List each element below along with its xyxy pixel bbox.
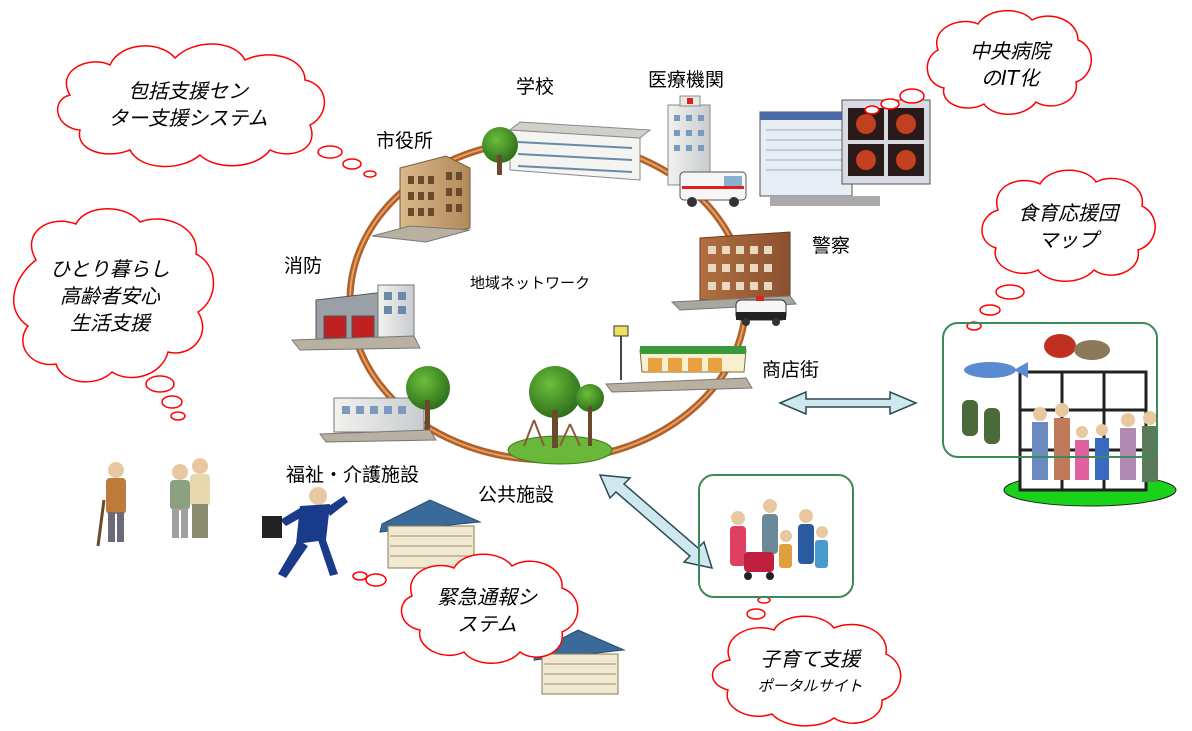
welfare-facility-building [319, 366, 450, 443]
node-label-medical: 医療機関 [648, 69, 725, 91]
cloud-central-hospital [864, 9, 1093, 115]
cloud-childcare [711, 596, 902, 727]
cloud-emergency [352, 553, 579, 664]
cloud-text-support-center: 包括支援セン ター支援システム [108, 79, 268, 130]
police-building [670, 231, 797, 311]
cloud-text-central-hospital: 中央病院 のIT化 [970, 39, 1050, 90]
shopping-street [605, 325, 753, 393]
node-label-shopping: 商店街 [762, 359, 820, 381]
cloud-text-elderly-living: ひとり暮らし 高齢者安心 生活支援 [50, 257, 170, 335]
cloud-elderly-living [13, 208, 215, 421]
network-label: 地域ネットワーク [470, 274, 591, 292]
food-map-panel [942, 322, 1158, 458]
node-label-fire: 消防 [284, 255, 323, 277]
node-label-city-hall: 市役所 [376, 130, 434, 152]
fire-station-building [290, 284, 421, 351]
elderly-people-illustration [96, 458, 210, 547]
node-label-school: 学校 [516, 76, 555, 98]
cloud-support-center [56, 43, 377, 178]
node-label-police: 警察 [812, 235, 851, 257]
police-car [735, 296, 787, 326]
ambulance [679, 171, 747, 207]
cloud-text-food-education: 食育応援団 マップ [1018, 201, 1118, 252]
city-hall-building [371, 155, 471, 243]
school-building [482, 121, 652, 181]
node-label-welfare: 福祉・介護施設 [286, 464, 420, 486]
hospital-it-monitors [759, 99, 931, 206]
cloud-food-education [966, 169, 1156, 331]
cloud-text-emergency: 緊急通報シ ステム [437, 585, 537, 636]
food-map-illustration [962, 334, 1177, 507]
arrow-public-childcare [598, 474, 714, 570]
family-illustration [730, 499, 828, 580]
arrow-shopping-food [778, 390, 918, 416]
public-facility-park [507, 366, 613, 465]
cloud-text-childcare: 子育て支援 ポータルサイト [757, 647, 863, 695]
node-label-public: 公共施設 [478, 484, 555, 506]
childcare-panel [698, 474, 854, 598]
running-businessman-illustration [262, 487, 348, 578]
